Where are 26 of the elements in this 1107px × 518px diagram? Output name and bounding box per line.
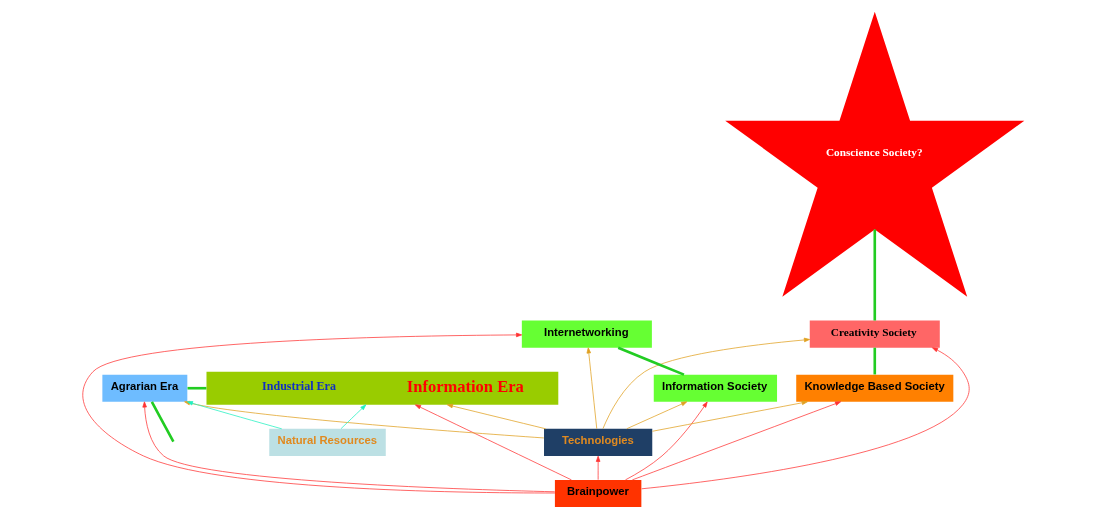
node-box: Knowledge Based Society bbox=[796, 374, 954, 402]
node-box: Information Society bbox=[653, 374, 778, 402]
arrow bbox=[82, 332, 556, 493]
arrow bbox=[595, 455, 601, 480]
node-box: Creativity Society bbox=[809, 320, 940, 348]
connector bbox=[187, 386, 207, 390]
connector bbox=[150, 400, 175, 442]
connector bbox=[617, 345, 685, 376]
node-box: Natural Resources bbox=[269, 428, 386, 456]
arrow bbox=[446, 403, 546, 429]
connector bbox=[873, 347, 877, 374]
arrow bbox=[652, 400, 808, 432]
arrow bbox=[626, 400, 688, 429]
node-box: Agrarian Era bbox=[102, 374, 188, 402]
node-box: Industrial Era Information Era bbox=[206, 371, 559, 405]
node-box: Brainpower bbox=[554, 479, 642, 507]
node-box: Technologies bbox=[544, 428, 653, 456]
arrow bbox=[414, 403, 572, 480]
connector bbox=[873, 229, 877, 320]
arrow bbox=[340, 403, 367, 429]
node-box: Internetworking bbox=[521, 320, 652, 348]
arrow bbox=[641, 346, 970, 489]
arrow bbox=[586, 346, 598, 429]
arrow bbox=[602, 337, 810, 429]
arrow bbox=[625, 401, 708, 480]
arrow bbox=[631, 400, 842, 480]
